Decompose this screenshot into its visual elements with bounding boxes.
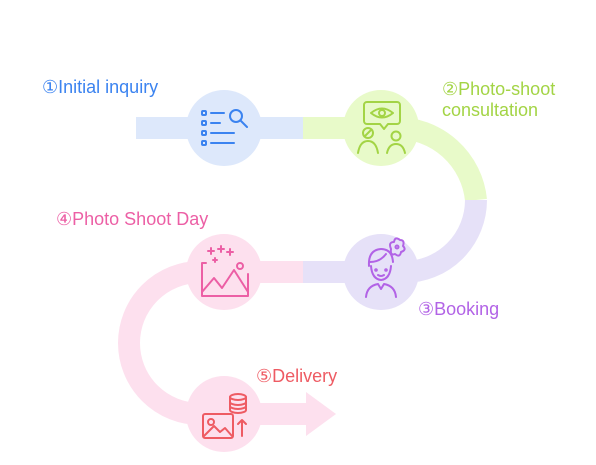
step-3-text: Booking — [434, 299, 500, 319]
step-2-label: ②Photo-shoot consultation — [442, 79, 555, 121]
search-list-icon — [201, 109, 248, 146]
step-2-node — [343, 90, 419, 166]
step-4-node — [186, 234, 262, 310]
step-3-label: ③Booking — [418, 299, 499, 320]
step-1-number: ① — [42, 77, 59, 97]
step-1-node — [186, 90, 262, 166]
photo-database-upload-icon — [202, 393, 247, 439]
step-3-number: ③ — [418, 299, 435, 319]
photo-sparkle-icon — [201, 245, 249, 297]
step-5-number: ⑤ — [256, 366, 273, 386]
delivery-arrow-head — [306, 392, 336, 436]
step-2-number: ② — [442, 79, 459, 99]
flow-ribbon — [118, 116, 487, 436]
step-2-text-line-2: consultation — [442, 100, 539, 120]
step-5-text: Delivery — [272, 366, 338, 386]
step-4-number: ④ — [56, 209, 73, 229]
consultation-icon — [357, 101, 406, 154]
step-1-label: ①Initial inquiry — [42, 77, 158, 98]
step-2-text-line-1: Photo-shoot — [458, 79, 556, 99]
step-1-text: Initial inquiry — [58, 77, 159, 97]
step-4-label: ④Photo Shoot Day — [56, 209, 208, 230]
customer-service-icon — [365, 237, 406, 298]
step-5-node — [186, 376, 262, 452]
step-5-label: ⑤Delivery — [256, 366, 337, 387]
step-3-node — [343, 234, 419, 310]
step-2-line-1: ②Photo-shoot — [442, 79, 555, 100]
step-4-text: Photo Shoot Day — [72, 209, 209, 229]
